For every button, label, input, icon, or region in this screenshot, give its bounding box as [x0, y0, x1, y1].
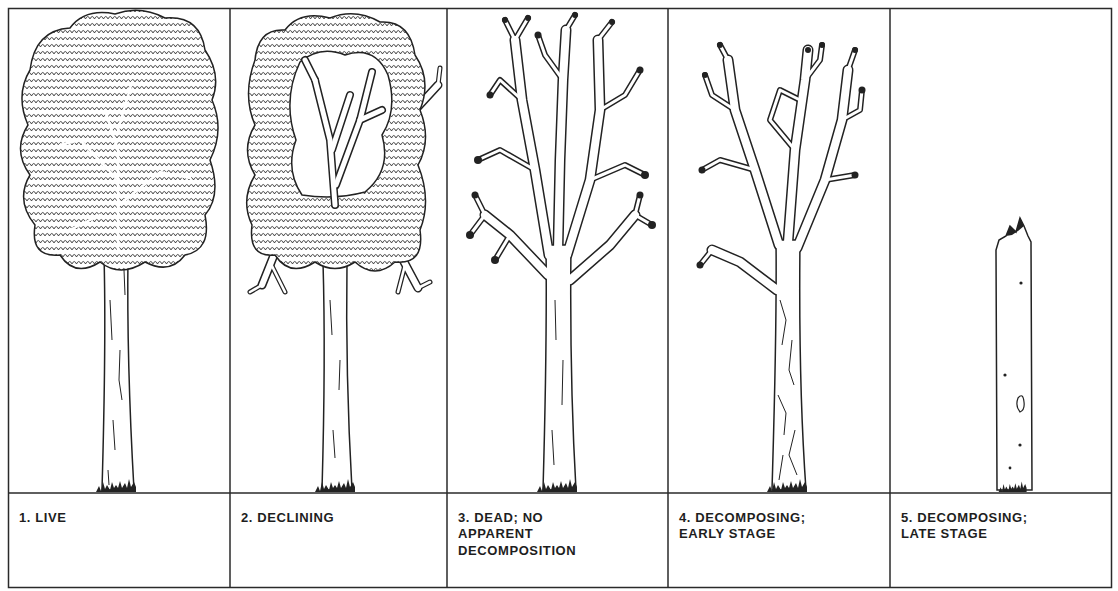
stage-label-cell: 1. LIVE — [8, 493, 230, 588]
decomposing-early-tree-part-part — [852, 47, 858, 53]
dead-tree-part-part — [491, 256, 499, 264]
live-tree-part — [102, 255, 134, 490]
dead-tree-part-part — [637, 192, 644, 199]
dead-tree-part-part — [609, 19, 615, 25]
decomposing-late-snag-part — [1017, 396, 1024, 412]
declining-tree-part — [247, 14, 426, 271]
declining-tree — [247, 14, 440, 492]
decomposing-early-tree — [697, 42, 866, 492]
frame-grid-part — [667, 9, 669, 588]
stage-label-cell: 3. DEAD; NO APPARENT DECOMPOSITION — [447, 493, 668, 588]
stage-label-cell: 5. DECOMPOSING; LATE STAGE — [890, 493, 1112, 588]
declining-tree-part — [330, 300, 340, 458]
dead-tree-part-part — [472, 192, 479, 199]
decomposing-early-tree-part — [712, 50, 848, 290]
dead-tree-part-part — [535, 32, 542, 39]
decomposing-early-tree-part-part — [852, 172, 859, 179]
live-tree-part — [60, 82, 190, 250]
dead-tree — [466, 12, 656, 492]
declining-tree-part — [322, 262, 352, 490]
dead-tree-part-part — [572, 12, 578, 18]
decomposing-early-tree-part — [700, 45, 862, 265]
dead-tree-part-part — [637, 67, 644, 74]
decomposing-late-snag-part-part — [1019, 281, 1022, 284]
decomposing-early-tree-part-part — [717, 42, 723, 48]
dead-tree-part-part — [641, 171, 649, 179]
stage-label: 2. DECLINING — [241, 510, 381, 526]
decomposing-late-snag-part — [999, 482, 1027, 492]
frame-grid-part — [9, 9, 1112, 588]
decomposing-early-tree-part-part — [805, 47, 811, 53]
live-tree — [20, 10, 218, 492]
live-tree-part — [108, 270, 125, 485]
dead-tree-part — [470, 15, 652, 260]
frame-grid-part — [446, 9, 448, 588]
stage-label-cell: 4. DECOMPOSING; EARLY STAGE — [668, 493, 890, 588]
decomposing-late-snag — [996, 218, 1032, 492]
live-tree-part — [96, 479, 136, 492]
stage-label: 3. DEAD; NO APPARENT DECOMPOSITION — [458, 510, 598, 559]
declining-tree-part — [315, 479, 355, 492]
stage-label: 4. DECOMPOSING; EARLY STAGE — [679, 510, 819, 543]
decomposing-late-snag-part — [1003, 281, 1022, 469]
decomposing-early-tree-part — [697, 42, 866, 269]
dead-tree-part — [466, 12, 656, 264]
dead-tree-part-part — [502, 17, 508, 23]
decomposing-late-snag-part — [996, 218, 1032, 490]
live-tree-part — [20, 10, 218, 270]
stage-label: 5. DECOMPOSING; LATE STAGE — [901, 510, 1041, 543]
dead-tree-part — [537, 479, 577, 492]
declining-tree-part — [305, 60, 382, 205]
decomposing-early-tree-part-part — [702, 72, 708, 78]
frame-grid — [9, 9, 1112, 588]
decomposing-early-tree-part — [778, 300, 797, 480]
dead-tree-part-part — [466, 231, 474, 239]
decomposing-late-snag-part-part — [1003, 373, 1006, 376]
dead-tree-part-part — [474, 156, 482, 164]
frame-grid-part — [889, 9, 891, 588]
decomposing-early-tree-part — [700, 45, 862, 265]
decomposing-early-tree-part-part — [819, 42, 825, 48]
decomposing-early-tree-part — [767, 479, 807, 492]
dead-tree-part-part — [648, 221, 656, 229]
stage-label-cell: 2. DECLINING — [230, 493, 447, 588]
decomposing-early-tree-part — [772, 240, 806, 490]
decomposing-late-snag-part-part — [1018, 443, 1021, 446]
declining-tree-part — [305, 60, 382, 205]
stage-label: 1. LIVE — [19, 510, 159, 526]
frame-grid-part — [9, 492, 1112, 494]
decomposing-late-snag-part-part — [1009, 467, 1012, 470]
decomposing-early-tree-part-part — [859, 87, 866, 94]
decomposing-early-tree-part-part — [697, 262, 704, 269]
frame-grid-part — [229, 9, 231, 588]
dead-tree-part-part — [487, 92, 494, 99]
decomposing-late-snag-part — [1006, 218, 1024, 236]
dead-tree-part — [552, 300, 563, 465]
decomposing-early-tree-part-part — [699, 167, 706, 174]
dead-tree-part-part — [525, 15, 531, 21]
